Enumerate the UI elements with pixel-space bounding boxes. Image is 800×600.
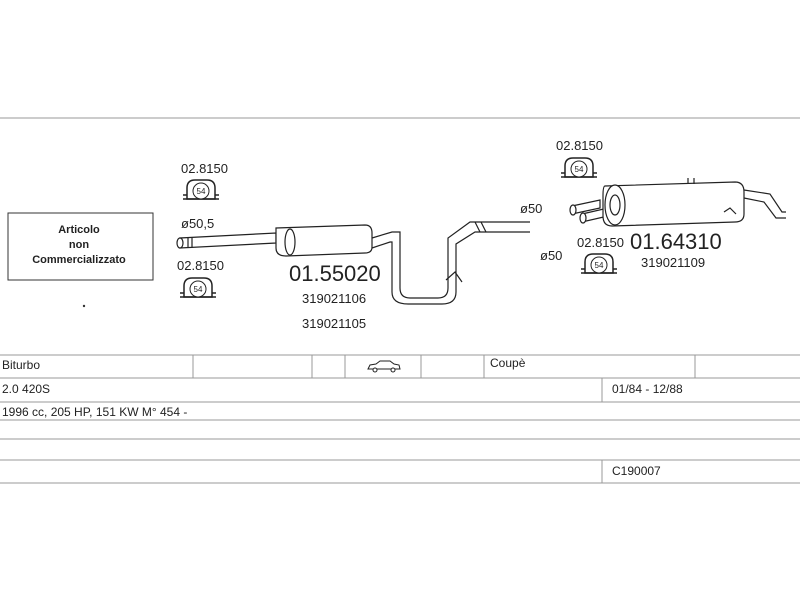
catalog-code: C190007 [612, 464, 661, 478]
front-muffler-code: 01.55020 [289, 261, 381, 286]
diameter-rear-top-label: ø50 [520, 201, 542, 216]
vehicle-body: Coupè [490, 356, 526, 370]
dot-marker [82, 304, 86, 308]
rear-muffler-code: 01.64310 [630, 229, 722, 254]
article-note-line-3: Commercializzato [32, 254, 126, 266]
front-muffler [176, 221, 530, 305]
car-coupe-icon [367, 360, 401, 373]
clamp-front-top-code: 02.8150 [181, 161, 228, 176]
clamp-rear-top: 02.8150 54 [556, 138, 603, 178]
vehicle-period: 01/84 - 12/88 [612, 382, 683, 396]
front-muffler-ref-1: 319021106 [302, 291, 366, 306]
diameter-front-label: ø50,5 [181, 216, 214, 231]
article-note-line-2: non [69, 239, 89, 251]
diameter-rear-bottom-label: ø50 [540, 248, 562, 263]
svg-text:54: 54 [595, 261, 604, 270]
vehicle-info-table [0, 354, 800, 484]
rear-muffler-ref: 319021109 [641, 255, 705, 270]
article-not-sold-box: Articolo non Commercializzato [7, 212, 154, 281]
article-note-line-1: Articolo [58, 224, 100, 236]
clamp-rear-top-code: 02.8150 [556, 138, 603, 153]
svg-text:54: 54 [194, 285, 203, 294]
svg-text:54: 54 [575, 165, 584, 174]
clamp-front-bottom-code: 02.8150 [177, 258, 224, 273]
clamp-rear-bottom: 02.8150 54 [577, 235, 624, 274]
clamp-front-bottom: 02.8150 54 [177, 258, 224, 298]
vehicle-specs: 1996 cc, 205 HP, 151 KW M° 454 - [2, 405, 187, 419]
vehicle-model: Biturbo [2, 358, 40, 372]
rear-muffler [569, 178, 786, 227]
vehicle-engine: 2.0 420S [2, 382, 50, 396]
clamp-rear-bottom-code: 02.8150 [577, 235, 624, 250]
front-muffler-ref-2: 319021105 [302, 316, 366, 331]
clamp-size-label: 54 [197, 187, 206, 196]
clamp-front-top: 02.8150 54 [181, 161, 228, 200]
